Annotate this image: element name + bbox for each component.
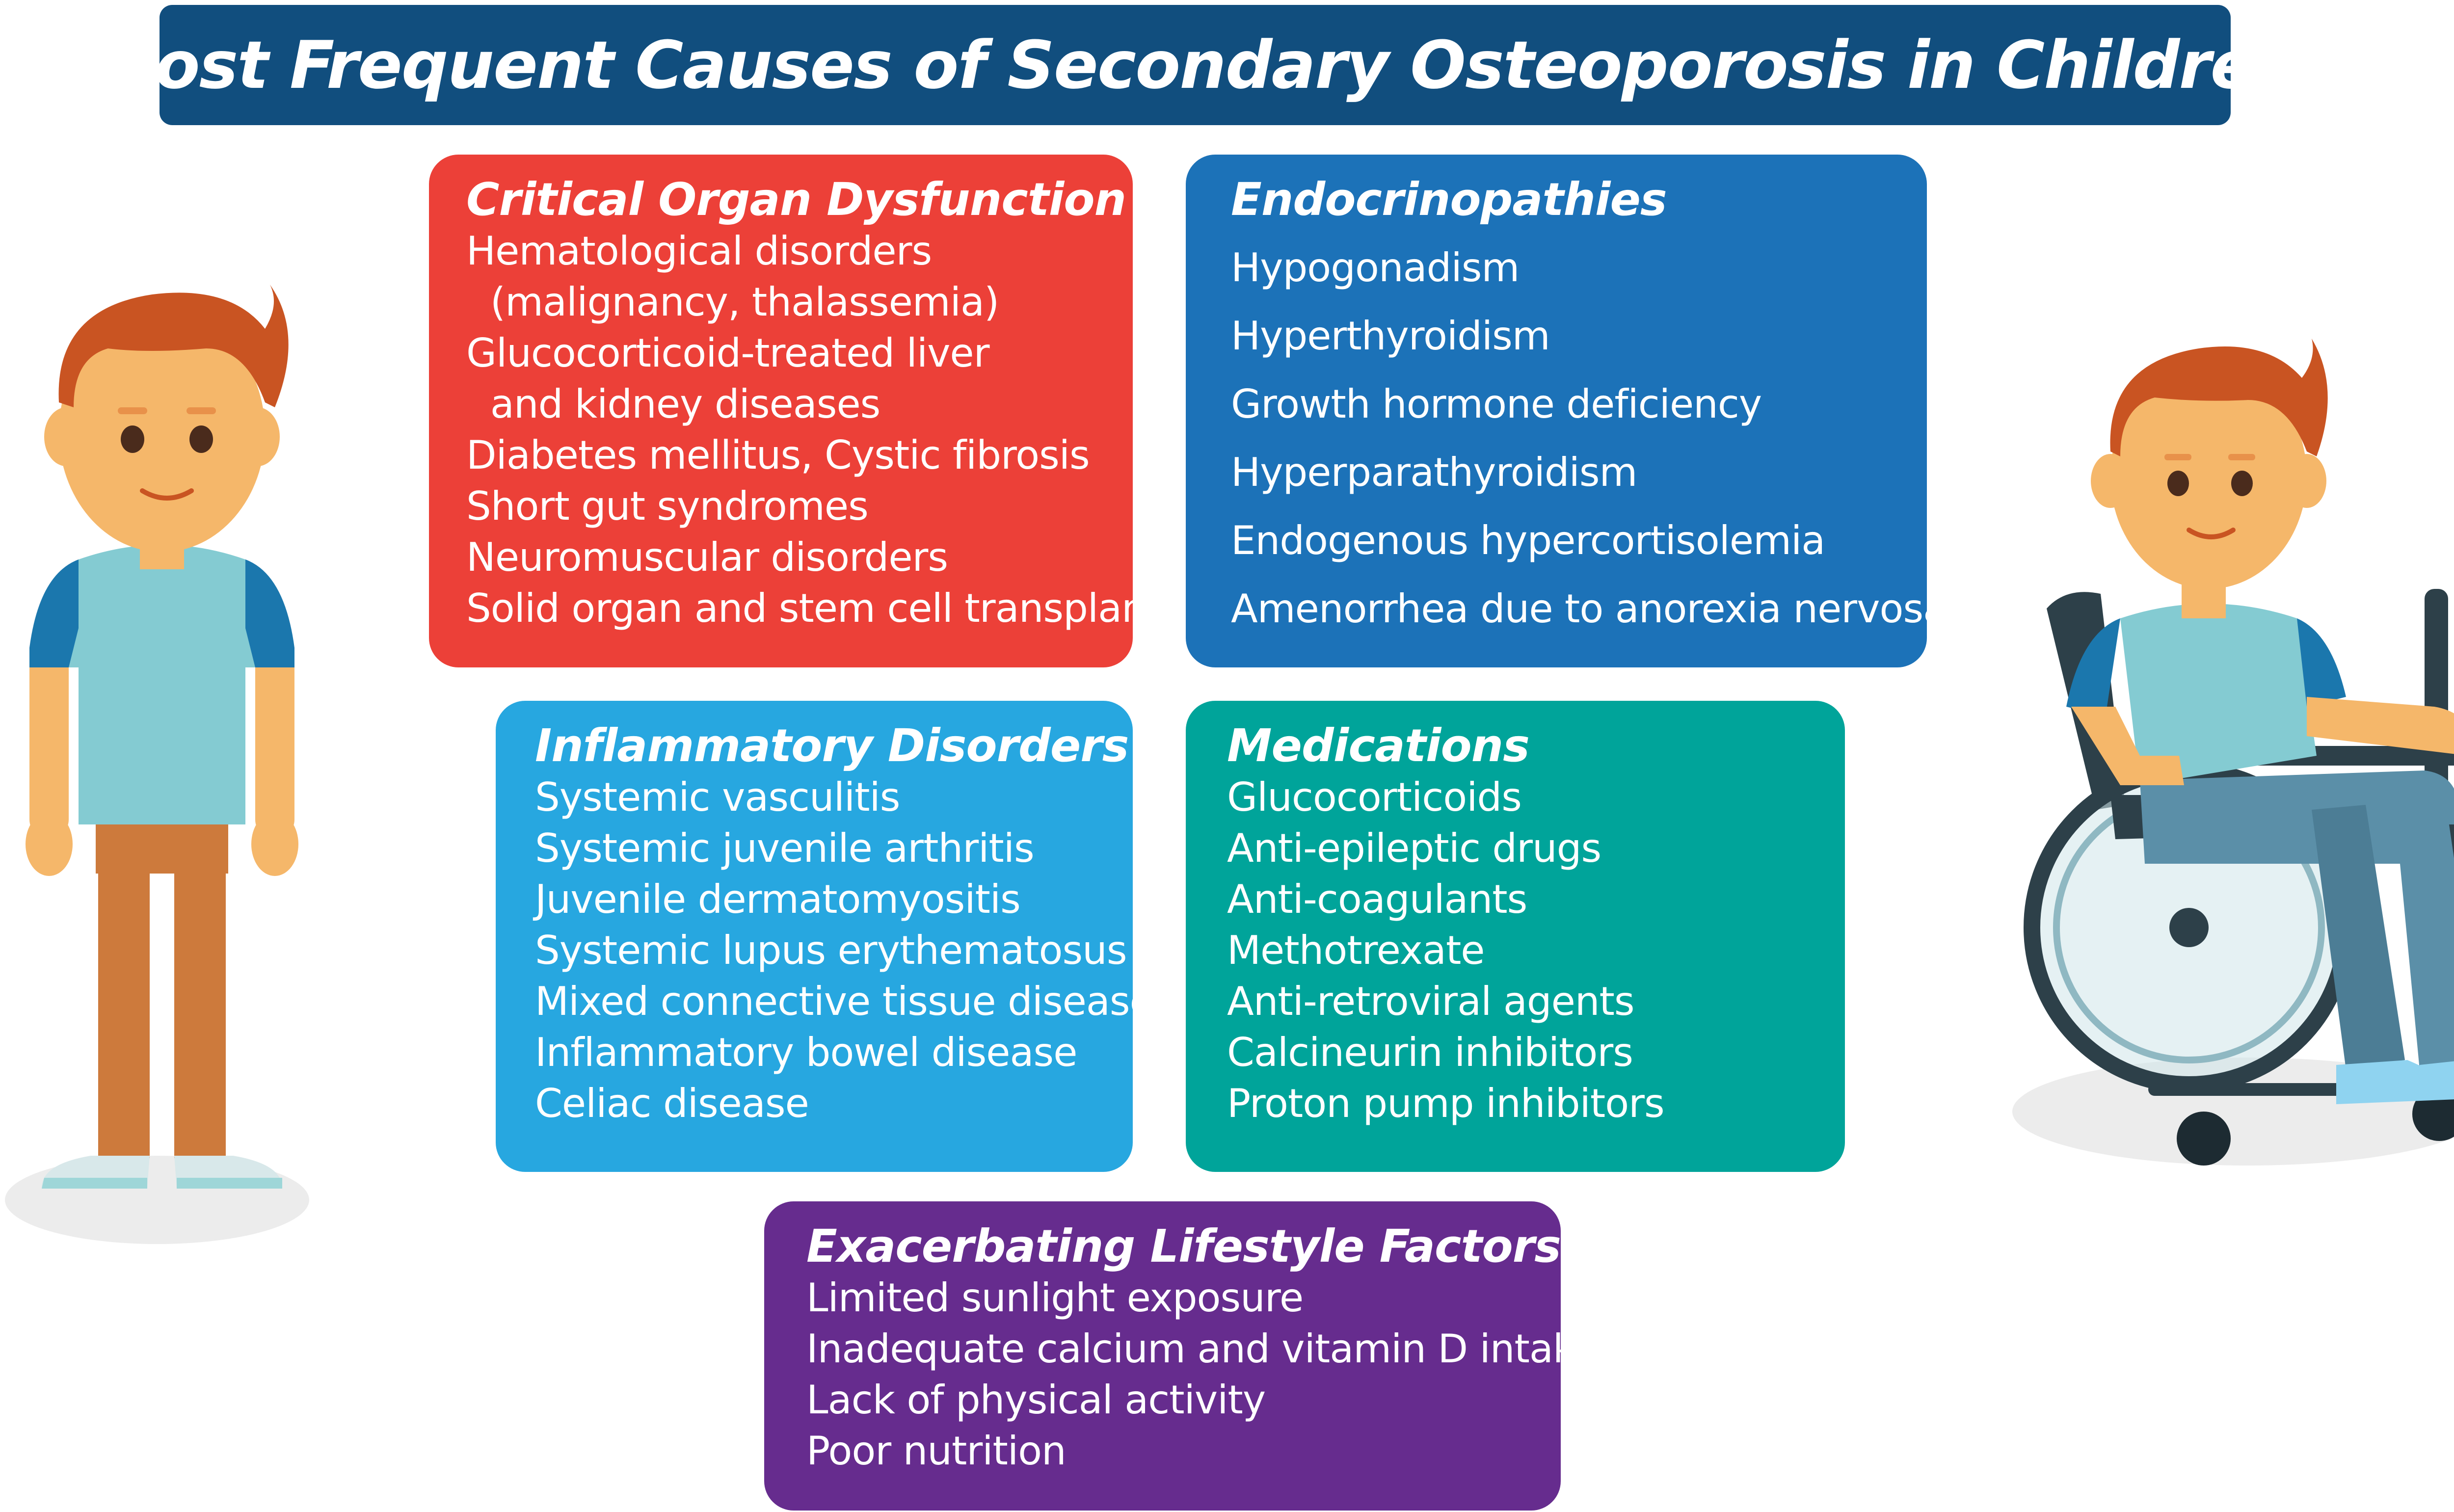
list-item: Diabetes mellitus, Cystic fibrosis [466, 432, 1090, 478]
list-item: Short gut syndromes [466, 483, 869, 529]
list-item: Mixed connective tissue disease [535, 979, 1133, 1024]
list-item: Hyperthyroidism [1231, 313, 1550, 359]
list-item: Hematological disorders [466, 228, 932, 274]
lifestyle-factors-title: Exacerbating Lifestyle Factors [806, 1220, 1561, 1273]
list-item: Anti-coagulants [1227, 876, 1527, 922]
lifestyle-factors-box: Exacerbating Lifestyle Factors Limited s… [764, 1201, 1561, 1511]
list-item: and kidney diseases [466, 381, 880, 427]
list-item: Growth hormone deficiency [1231, 381, 1762, 427]
critical-organ-dysfunction-title: Critical Organ Dysfunction [466, 173, 1126, 226]
list-item: Hyperparathyroidism [1231, 450, 1637, 495]
list-item: Poor nutrition [806, 1428, 1067, 1474]
list-item: Methotrexate [1227, 928, 1485, 973]
list-item: Juvenile dermatomyositis [535, 876, 1021, 922]
list-item: Solid organ and stem cell transplant [466, 585, 1133, 631]
title-banner: Most Frequent Causes of Secondary Osteop… [90, 5, 2301, 125]
list-item: Neuromuscular disorders [466, 534, 948, 580]
list-item: Inadequate calcium and vitamin D intake [806, 1326, 1561, 1372]
list-item: Systemic juvenile arthritis [535, 825, 1035, 871]
list-item: Limited sunlight exposure [806, 1275, 1304, 1321]
list-item: Endogenous hypercortisolemia [1231, 518, 1825, 563]
inflammatory-disorders-box: Inflammatory Disorders Systemic vasculit… [496, 701, 1133, 1172]
list-item: Celiac disease [535, 1081, 809, 1126]
list-item: Systemic vasculitis [535, 774, 900, 820]
list-item: Calcineurin inhibitors [1227, 1030, 1633, 1075]
list-item: Glucocorticoids [1227, 774, 1522, 820]
boy-in-wheelchair-illustration [2012, 339, 2454, 1166]
inflammatory-disorders-title: Inflammatory Disorders [535, 719, 1129, 772]
standing-boy-illustration [5, 285, 309, 1244]
list-item: Hypogonadism [1231, 245, 1520, 291]
list-item: Anti-retroviral agents [1227, 979, 1635, 1024]
endocrinopathies-title: Endocrinopathies [1231, 173, 1667, 226]
list-item: Systemic lupus erythematosus [535, 928, 1127, 973]
list-item: Amenorrhea due to anorexia nervosa [1231, 586, 1927, 632]
page-title: Most Frequent Causes of Secondary Osteop… [90, 27, 2301, 104]
critical-organ-dysfunction-list: Hematological disorders (malignancy, tha… [466, 226, 1133, 634]
list-item: Lack of physical activity [806, 1377, 1266, 1423]
list-item: (malignancy, thalassemia) [466, 279, 999, 325]
list-item: Anti-epileptic drugs [1227, 825, 1601, 871]
list-item: Glucocorticoid-treated liver [466, 330, 990, 376]
list-item: Inflammatory bowel disease [535, 1030, 1077, 1075]
list-item: Proton pump inhibitors [1227, 1081, 1665, 1126]
medications-title: Medications [1227, 719, 1530, 772]
critical-organ-dysfunction-box: Critical Organ Dysfunction Hematological… [429, 155, 1133, 667]
